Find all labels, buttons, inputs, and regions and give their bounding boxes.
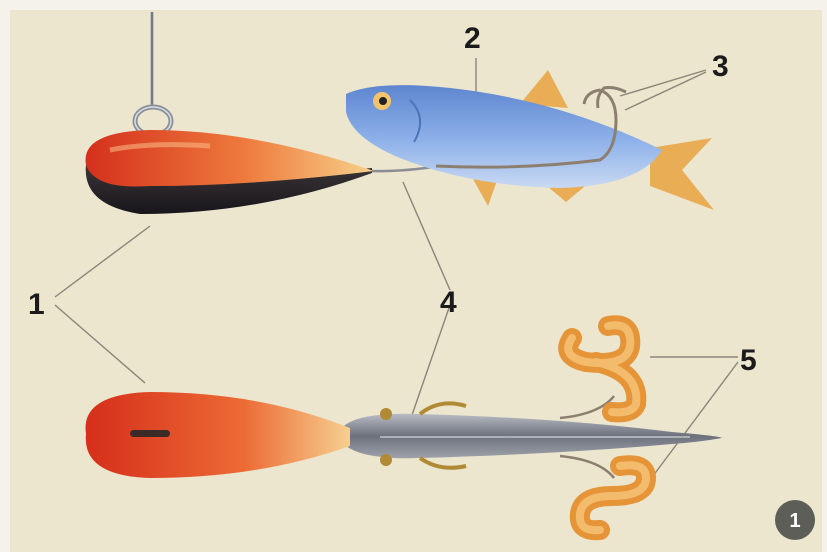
- sinker-slot: [130, 430, 170, 437]
- label-3: 3: [712, 50, 729, 83]
- label-1: 1: [28, 288, 45, 321]
- label-2: 2: [464, 22, 481, 55]
- label-4: 4: [440, 286, 457, 319]
- bait-eye-bottom: [380, 454, 392, 466]
- bait-eye-top: [380, 408, 392, 420]
- figure-badge-number: 1: [789, 510, 800, 532]
- figure-badge: 1: [775, 500, 815, 540]
- label-5: 5: [740, 344, 757, 377]
- fish-pupil: [379, 97, 387, 105]
